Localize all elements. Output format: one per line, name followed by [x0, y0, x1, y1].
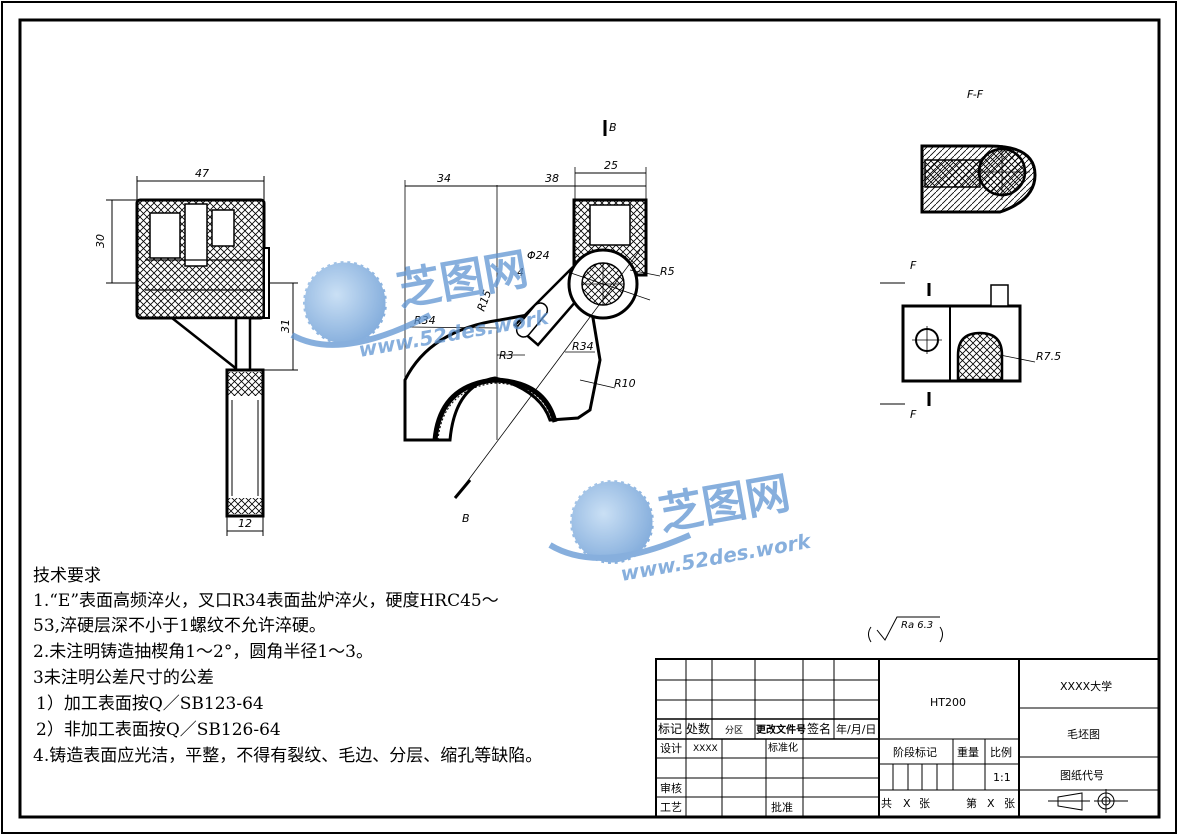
- watermark-bottom: 芝图网 www.52des.work: [548, 468, 814, 586]
- tb-designer: XXXX: [693, 744, 718, 754]
- dim-r3: R3: [499, 349, 514, 362]
- dim-25: 25: [604, 159, 618, 172]
- watermark-brand-top: 芝图网: [393, 244, 532, 317]
- dim-r34b: R34: [572, 340, 594, 353]
- tb-scale: 比例: [990, 745, 1012, 759]
- dim-30: 30: [94, 234, 107, 248]
- dim-47: 47: [195, 167, 209, 180]
- tech-req-title: 技术要求: [33, 566, 101, 586]
- dim-12: 12: [238, 517, 252, 530]
- tb-change-doc: 更改文件号: [756, 723, 806, 736]
- tb-x2: X: [987, 797, 995, 810]
- tb-approve: 批准: [771, 800, 793, 814]
- tb-process: 工艺: [660, 801, 682, 814]
- label-f-bottom: F: [910, 408, 917, 421]
- label-f-top: F: [910, 259, 917, 272]
- dim-r10: R10: [614, 377, 636, 390]
- tb-review: 审核: [660, 781, 682, 795]
- tb-nth: 第: [966, 796, 977, 810]
- dim-phi24: Φ24: [527, 249, 550, 262]
- tb-weight: 重量: [957, 745, 979, 759]
- roughness-symbol: [868, 616, 943, 643]
- side-view-f: [880, 282, 1036, 406]
- tech-req-line-1: 1.“E”表面高频淬火，叉口R34表面盐炉淬火，硬度HRC45～: [33, 591, 499, 611]
- tech-req-line-3: 2.未注明铸造抽楔角1～2°，圆角半径1～3。: [33, 642, 373, 662]
- tb-school: XXXX大学: [1060, 679, 1112, 693]
- label-b-bottom: B: [462, 512, 470, 525]
- tb-scale-value: 1:1: [993, 771, 1011, 784]
- tb-drawing-name: 毛坯图: [1067, 728, 1100, 741]
- dim-4: 4: [517, 266, 524, 279]
- center-view: [403, 120, 661, 499]
- title-block: [655, 658, 1160, 818]
- label-ff: F-F: [967, 88, 984, 101]
- label-b-top: B: [609, 121, 617, 134]
- tb-qty: 处数: [686, 721, 710, 736]
- tech-req-line-5: 1）加工表面按Q／SB123-64: [36, 694, 264, 714]
- dim-38: 38: [545, 172, 559, 185]
- tb-date: 年/月/日: [836, 722, 876, 736]
- watermark-brand-bottom: 芝图网: [655, 468, 794, 541]
- tech-req-line-4: 3未注明公差尺寸的公差: [33, 668, 214, 688]
- tb-drawing-code: 图纸代号: [1060, 769, 1104, 782]
- dim-r7-5: R7.5: [1036, 350, 1061, 363]
- left-view: [106, 176, 298, 536]
- tb-sheets2: 张: [1004, 797, 1015, 810]
- dim-34: 34: [437, 172, 451, 185]
- roughness-value: Ra 6.3: [901, 620, 933, 631]
- inner-border: [18, 18, 1161, 819]
- tb-stage-mark: 阶段标记: [893, 745, 937, 759]
- tb-design: 设计: [660, 742, 682, 755]
- tb-material: HT200: [930, 696, 966, 709]
- tech-req-line-2: 53,淬硬层深不小于1螺纹不允许淬硬。: [33, 616, 326, 636]
- tb-total: 共: [881, 797, 892, 810]
- tb-x1: X: [903, 797, 911, 810]
- tb-sheets1: 张: [919, 797, 930, 810]
- tb-sign: 签名: [807, 721, 831, 736]
- dim-31: 31: [279, 319, 292, 333]
- section-ff: [920, 144, 1037, 214]
- dim-r5: R5: [660, 265, 675, 278]
- tb-mark: 标记: [658, 722, 682, 736]
- tb-zone: 分区: [725, 725, 743, 736]
- tech-req-line-6: 2）非加工表面按Q／SB126-64: [36, 720, 281, 740]
- tb-standardize: 标准化: [768, 741, 798, 754]
- tech-req-line-7: 4.铸造表面应光洁，平整，不得有裂纹、毛边、分层、缩孔等缺陷。: [33, 746, 543, 766]
